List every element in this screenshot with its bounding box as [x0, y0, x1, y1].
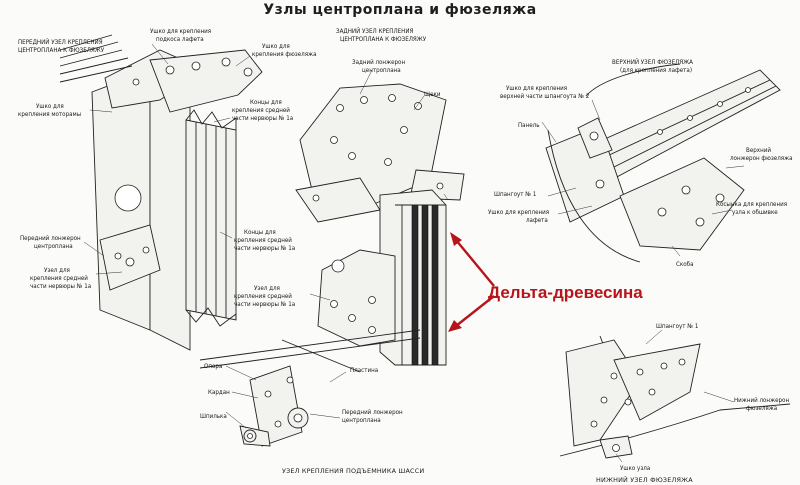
- label-kosynka-2: узла к обшивке: [732, 208, 778, 216]
- middle-caption-line-1: ЗАДНИЙ УЗЕЛ КРЕПЛЕНИЯ: [336, 26, 414, 35]
- label-ushko-podkosa-1: Ушко для крепления: [150, 28, 211, 35]
- label-peredniy-lonzheron-2: центроплана: [34, 243, 73, 250]
- label-kontsy-top-1: Концы для: [250, 99, 282, 106]
- label-ushko-shpangout2-1: Ушко для крепления: [506, 85, 567, 92]
- label-uzel-left-1: Узел для: [44, 267, 70, 274]
- bottom-right-gusset: [613, 343, 701, 421]
- middle-delta-layer-2: [421, 204, 429, 366]
- label-uzel-left-2: крепления средней: [30, 274, 88, 282]
- label-uzel-mid-1: Узел для: [254, 285, 280, 292]
- label-uzel-left-3: части нервюры № 1а: [30, 283, 91, 290]
- left-laminated-block: [185, 119, 237, 321]
- label-nizhniy-lonzheron-1: Нижний лонжерон: [734, 396, 789, 404]
- label-ushko-fuzelyazh-1: Ушко для: [262, 43, 290, 50]
- label-nizhniy-lonzheron-2: фюзеляжа: [746, 405, 777, 412]
- page-title: Узлы центроплана и фюзеляжа: [263, 2, 537, 18]
- label-skoba: Скоба: [676, 260, 694, 268]
- middle-delta-layer-1: [411, 204, 419, 366]
- label-kontsy-top-2: крепления средней: [232, 106, 290, 114]
- right-top-caption-line-2: (для крепления лафета): [620, 67, 692, 74]
- label-ushko-lafeta-1: Ушко для крепления: [488, 209, 549, 216]
- label-zadniy-lonzheron-2: центроплана: [362, 67, 401, 74]
- bottom-right-assembly-drawing: [559, 329, 791, 463]
- label-plastina: Пластина: [350, 367, 378, 374]
- right-top-caption-line-1: ВЕРХНИЙ УЗЕЛ ФЮЗЕЛЯЖА: [612, 57, 693, 66]
- annotation-text: Дельта-древесина: [488, 283, 643, 302]
- label-ushko-fuzelyazh-2: крепления фюзеляжа: [252, 51, 317, 58]
- middle-assembly-drawing: [295, 69, 465, 366]
- middle-lower-fitting: [317, 249, 396, 347]
- label-ushko-lafeta-2: лафета: [526, 217, 548, 224]
- label-peredniy-lonzheron-bottom-1: Передний лонжерон: [342, 408, 403, 416]
- label-opora: Опора: [204, 363, 222, 370]
- right-top-frame-curve: [547, 129, 641, 263]
- right-top-assembly-drawing: [541, 63, 781, 263]
- label-ushko-uzla: Ушко узла: [620, 465, 650, 472]
- label-verkhniy-lonzheron-2: лонжерон фюзеляжа: [730, 155, 793, 162]
- label-uzel-mid-3: части нервюры № 1а: [234, 301, 295, 308]
- label-uzel-mid-2: крепления средней: [234, 292, 292, 300]
- label-zadniy-lonzheron-1: Задний лонжерон: [352, 58, 405, 66]
- left-assembly-drawing: [59, 34, 263, 351]
- label-kontsy-mid-3: части нервюры № 1а: [234, 245, 295, 252]
- label-peredniy-lonzheron-bottom-2: центроплана: [342, 417, 381, 424]
- label-kosynka-1: Косынка для крепления: [716, 201, 787, 208]
- annotation-arrow-down: [455, 295, 495, 327]
- label-panel: Панель: [518, 122, 540, 129]
- bottom-middle-caption: УЗЕЛ КРЕПЛЕНИЯ ПОДЪЕМНИКА ШАССИ: [282, 467, 424, 475]
- middle-caption-line-2: ЦЕНТРОПЛАНА К ФЮЗЕЛЯЖУ: [340, 36, 427, 43]
- bottom-middle-assembly-drawing: [199, 329, 421, 447]
- label-kontsy-mid-1: Концы для: [244, 229, 276, 236]
- label-shpangout1-top: Шпангоут № 1: [494, 191, 537, 198]
- label-ushko-motorama-2: крепления моторамы: [18, 111, 81, 118]
- delta-wood-annotation: Дельта-древесина: [448, 232, 643, 332]
- left-ear-fitting: [149, 49, 263, 113]
- right-top-gusset: [619, 157, 745, 251]
- label-kardan: Кардан: [208, 389, 230, 396]
- left-spar-hole: [114, 184, 142, 212]
- label-shpangout1-bottom: Шпангоут № 1: [656, 323, 699, 330]
- label-schyoki: Щеки: [424, 91, 441, 98]
- bottom-mid-plate: [249, 365, 303, 447]
- middle-delta-layer-3: [431, 204, 439, 366]
- label-verkhniy-lonzheron-1: Верхний: [746, 146, 771, 154]
- left-caption-line-2: ЦЕНТРОПЛАНА К ФЮЗЕЛЯЖУ: [18, 47, 105, 54]
- left-caption-line-1: ПЕРЕДНИЙ УЗЕЛ КРЕПЛЕНИЯ: [18, 37, 103, 46]
- label-ushko-shpangout2-2: верхней части шпангоута № 2: [500, 92, 589, 100]
- label-ushko-podkosa-2: подкоса лафета: [156, 36, 204, 43]
- label-shpilka: Шпилька: [200, 413, 227, 420]
- bottom-right-caption: НИЖНИЙ УЗЕЛ ФЮЗЕЛЯЖА: [596, 475, 693, 484]
- bottom-mid-spar-lines: [199, 329, 421, 369]
- label-kontsy-top-3: части нервюры № 1а: [232, 115, 293, 122]
- label-ushko-motorama-1: Ушко для: [36, 103, 64, 110]
- annotation-arrow-up: [455, 239, 495, 287]
- label-peredniy-lonzheron-1: Передний лонжерон: [20, 234, 81, 242]
- label-kontsy-mid-2: крепления средней: [234, 236, 292, 244]
